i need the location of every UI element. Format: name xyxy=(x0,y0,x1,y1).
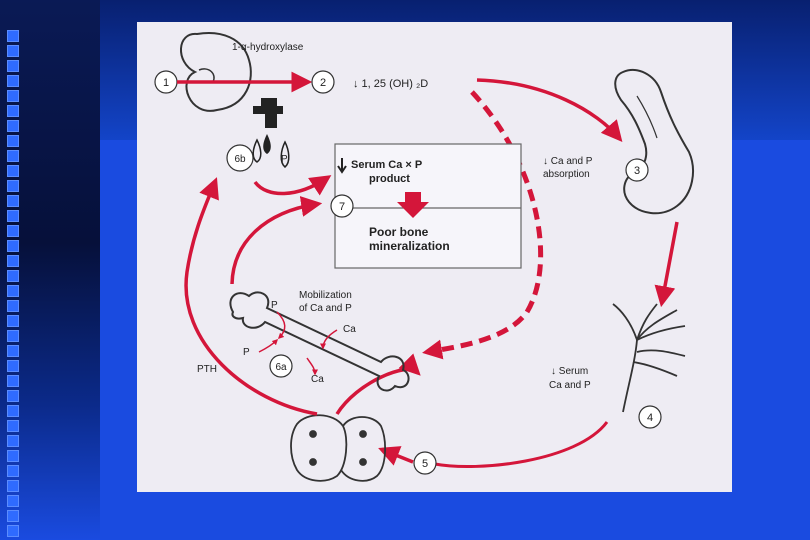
step-6a-label: 6a xyxy=(275,362,287,373)
bone-p-left-label: P xyxy=(243,347,250,358)
serum-ca-p-label-1: ↓ Serum xyxy=(551,366,588,377)
absorption-label-2: absorption xyxy=(543,169,590,180)
arrow-to-intestine xyxy=(476,78,623,143)
down-arrow-icon xyxy=(337,158,347,174)
serum-product-label-1: Serum Ca × P xyxy=(351,159,422,171)
arrow-to-blood xyxy=(654,221,679,308)
arrow-6b-to-product xyxy=(253,175,332,196)
arrow-bone-to-product xyxy=(230,196,323,285)
intestine-icon xyxy=(614,69,694,215)
kidney-icon xyxy=(180,32,252,112)
bone-icon xyxy=(229,291,410,392)
blood-vessel-icon xyxy=(612,303,686,413)
parathyroid-icon xyxy=(290,414,386,482)
pth-arrow-to-6b xyxy=(184,177,318,416)
serum-product-box xyxy=(334,143,522,269)
step-7-label: 7 xyxy=(339,201,345,213)
arrow-4-to-5 xyxy=(434,421,609,469)
step-5-label: 5 xyxy=(422,458,428,470)
dashed-arrow-to-bone xyxy=(422,90,544,360)
bone-ca-bottom-label: Ca xyxy=(311,374,324,385)
mobilization-label-1: Mobilization xyxy=(299,290,352,301)
diagram-panel: 1 2 1-α-hydroxylase ↓ 1, 25 (OH) ₂D 3 ↓ … xyxy=(137,22,732,492)
absorption-label-1: ↓ Ca and P xyxy=(543,156,593,167)
arrow-to-bone-from-parathyroid xyxy=(335,353,421,415)
step-4-label: 4 xyxy=(647,412,653,424)
pathophysiology-diagram: 1 2 1-α-hydroxylase ↓ 1, 25 (OH) ₂D 3 ↓ … xyxy=(154,32,694,482)
bone-p-top-label: P xyxy=(271,300,278,311)
mobilization-label-2: of Ca and P xyxy=(299,303,352,314)
faucet-p-label: P xyxy=(281,154,288,165)
vitamin-d-label: ↓ 1, 25 (OH) ₂D xyxy=(353,78,428,90)
bone-ca-top-label: Ca xyxy=(343,324,356,335)
pth-label: PTH xyxy=(197,364,217,375)
decorative-square-column xyxy=(4,30,22,540)
down-block-arrow-icon xyxy=(397,192,429,218)
step-2-label: 2 xyxy=(320,77,326,89)
step-3-label: 3 xyxy=(634,165,640,177)
step-6b-label: 6b xyxy=(234,154,246,165)
step-1-label: 1 xyxy=(163,77,169,89)
poor-bone-label-1: Poor bone xyxy=(369,225,429,239)
poor-bone-label-2: mineralization xyxy=(369,239,450,253)
faucet-icon xyxy=(252,98,290,168)
enzyme-label: 1-α-hydroxylase xyxy=(232,42,304,53)
serum-ca-p-label-2: Ca and P xyxy=(549,380,591,391)
serum-product-label-2: product xyxy=(369,173,410,185)
